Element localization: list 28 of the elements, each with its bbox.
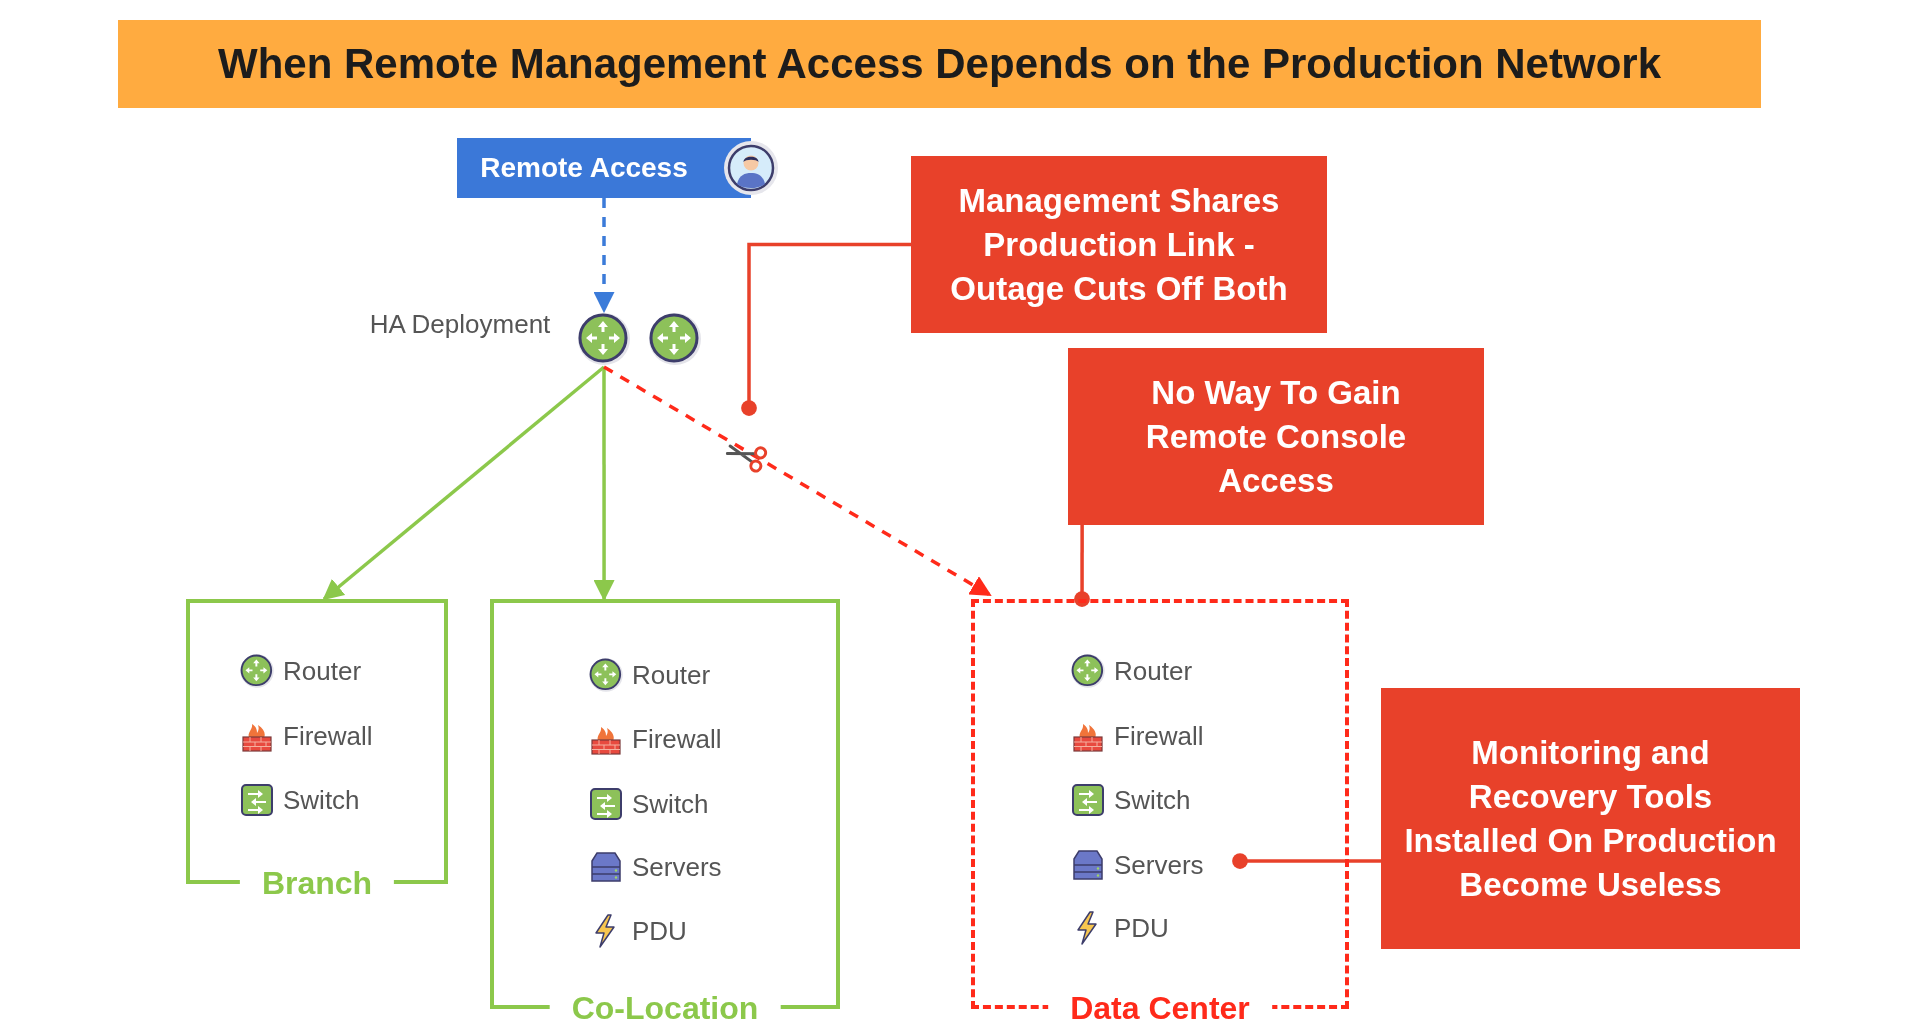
callout-box: Monitoring and Recovery Tools Installed On Production Become Useless xyxy=(1381,688,1800,949)
router-icon xyxy=(576,311,632,367)
device-label: Firewall xyxy=(283,720,373,752)
device-label: Router xyxy=(1114,655,1193,687)
device-label: PDU xyxy=(1114,912,1169,944)
leader-line xyxy=(741,242,911,416)
device-label: Firewall xyxy=(1114,720,1204,752)
node-caption: HA Deployment xyxy=(368,308,552,340)
node-label: Remote Access xyxy=(480,152,688,184)
device-label: Switch xyxy=(283,784,360,816)
router-icon xyxy=(647,311,703,367)
leader-line xyxy=(1074,525,1090,607)
arrow xyxy=(322,365,606,601)
device-label: Router xyxy=(283,655,362,687)
device-label: Servers xyxy=(632,851,722,883)
callout-box: No Way To Gain Remote Console Access xyxy=(1068,348,1484,525)
diagram-title: When Remote Management Access Depends on the Production Network xyxy=(118,20,1761,108)
arrow xyxy=(603,365,992,597)
device-label: PDU xyxy=(632,915,687,947)
device-label: Router xyxy=(632,659,711,691)
arrow xyxy=(593,198,615,314)
device-label: Switch xyxy=(1114,784,1191,816)
arrow xyxy=(593,367,615,602)
device-label: Switch xyxy=(632,788,709,820)
leader-line xyxy=(1232,853,1381,869)
callout-box: Management Shares Production Link - Outage Cuts Off Both xyxy=(911,156,1327,333)
device-label: Servers xyxy=(1114,849,1204,881)
device-label: Firewall xyxy=(632,723,722,755)
